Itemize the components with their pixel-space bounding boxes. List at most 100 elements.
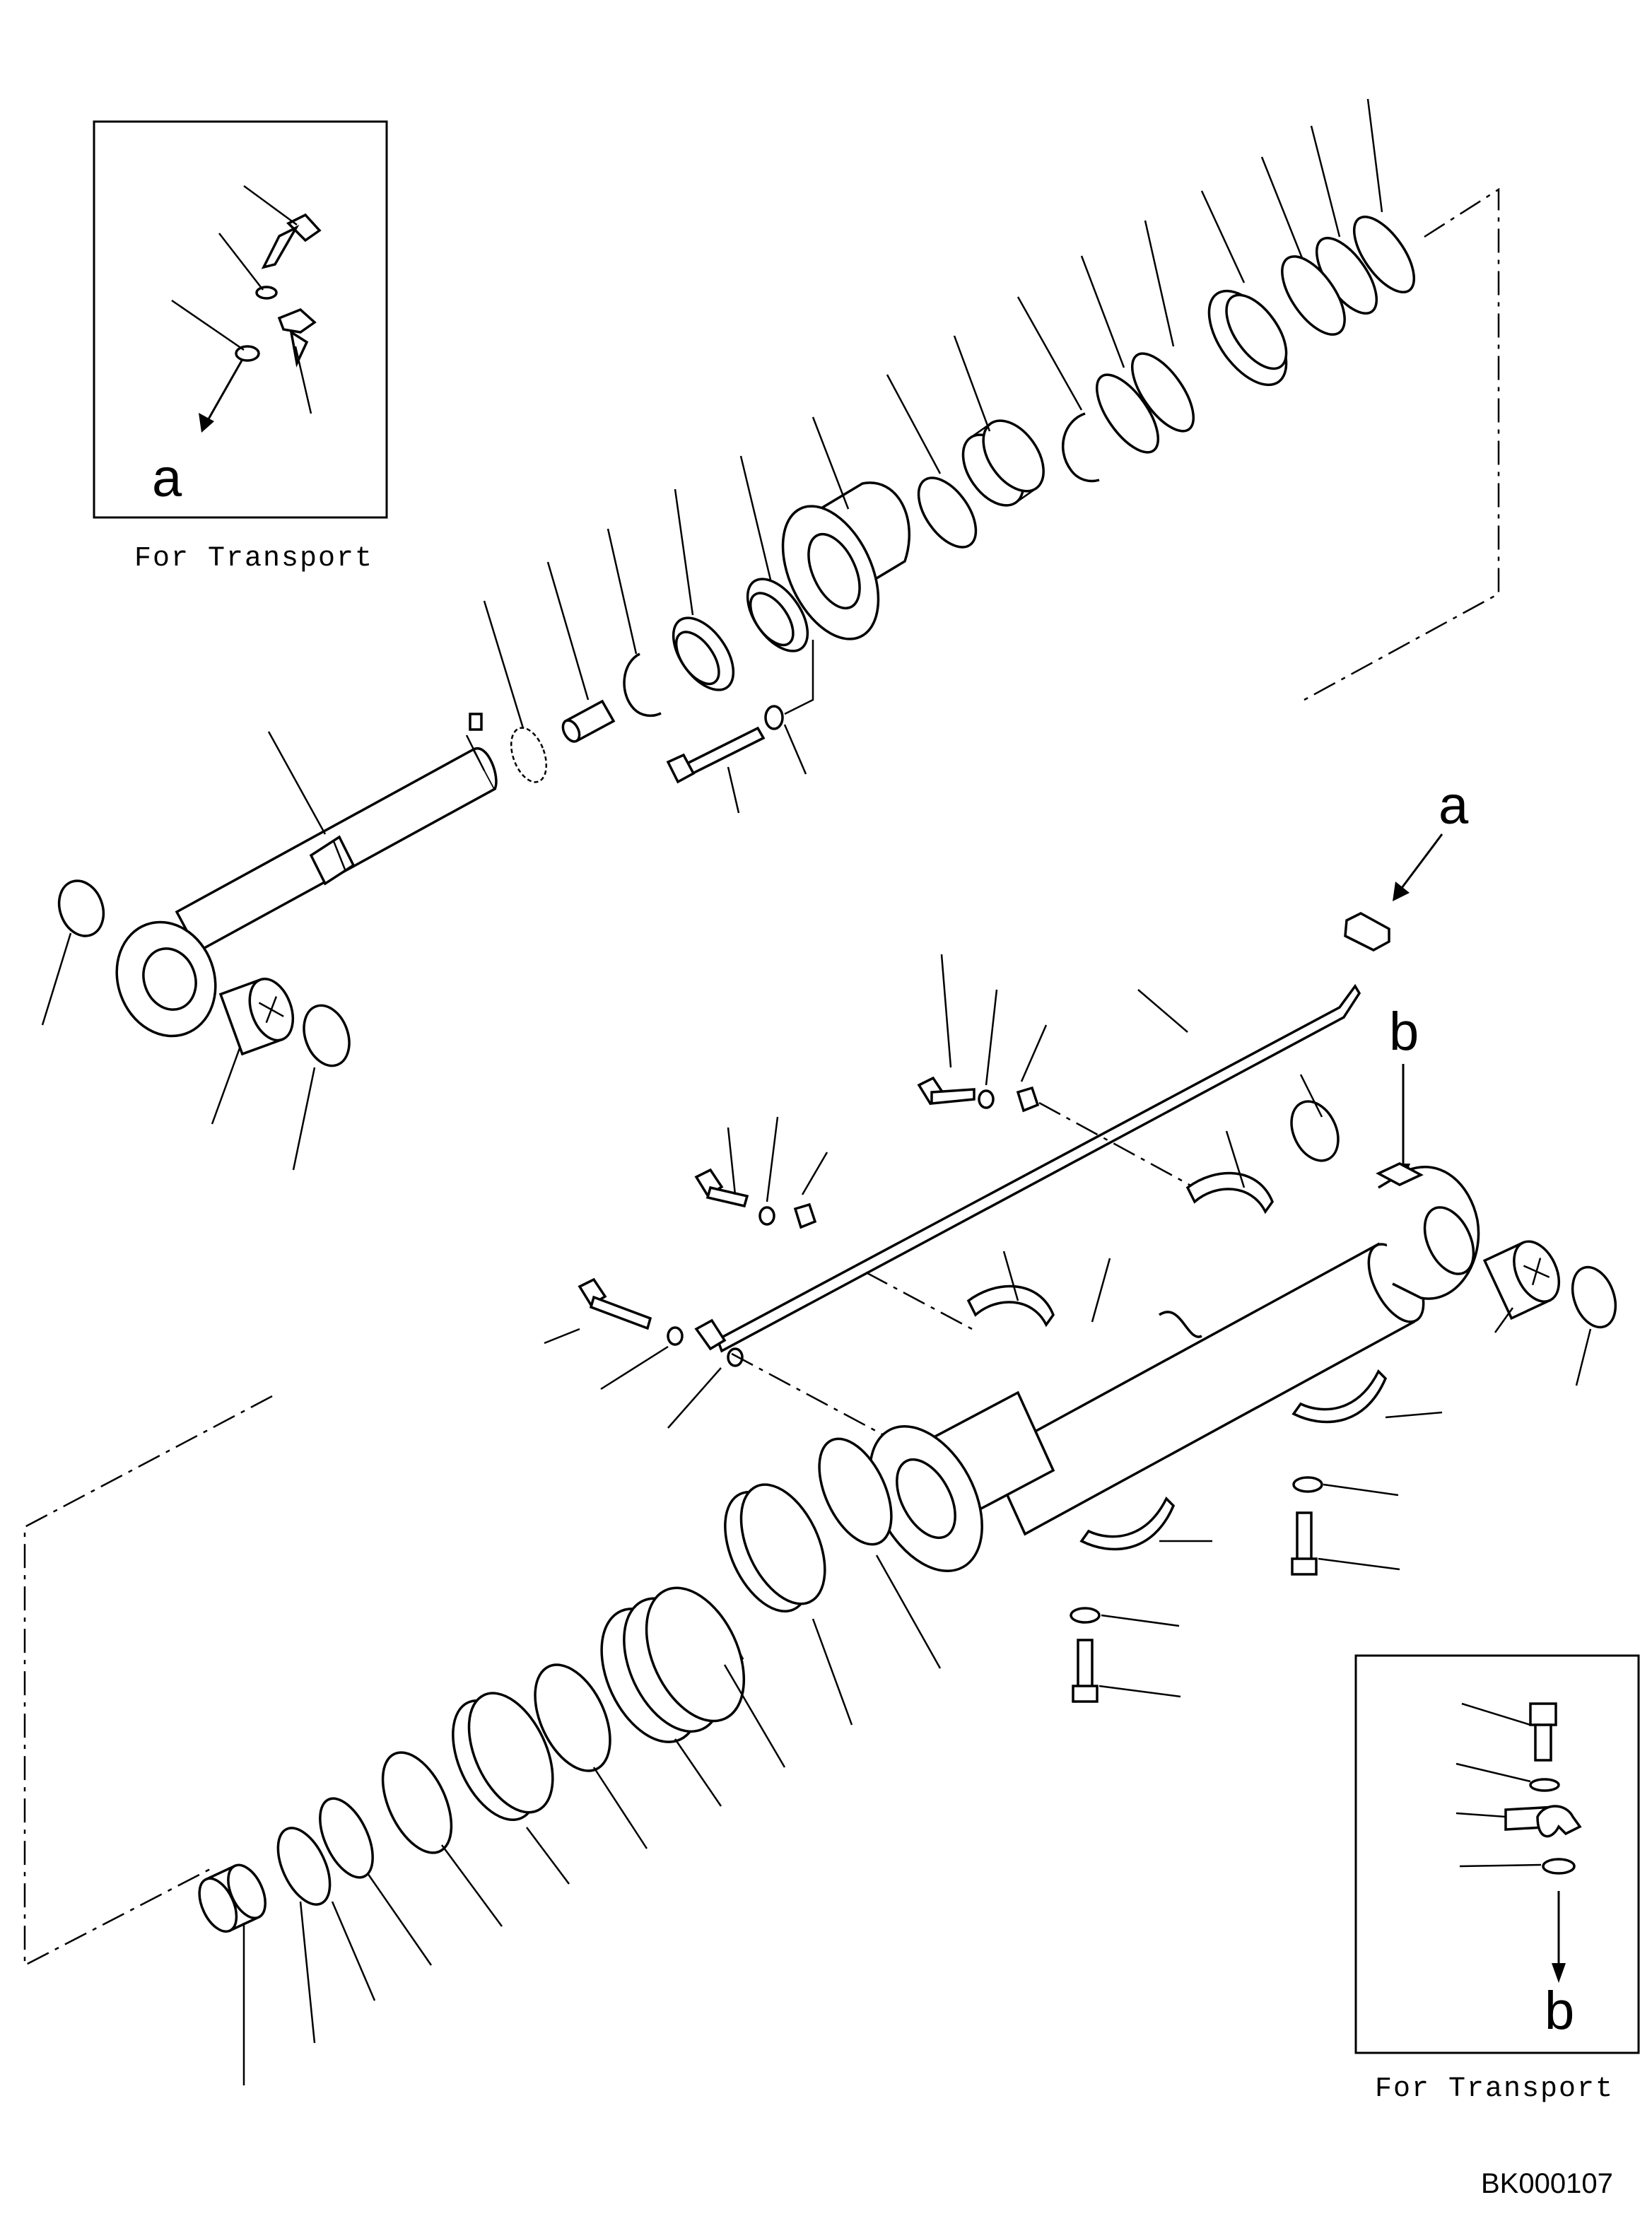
bolt-washer bbox=[764, 705, 784, 730]
leader bbox=[1101, 1614, 1180, 1627]
inset-top-caption: For Transport bbox=[134, 543, 373, 575]
piston-group bbox=[23, 1395, 942, 2085]
tube-seal-top bbox=[1290, 1100, 1340, 1162]
tube-head-end bbox=[869, 1390, 1055, 1572]
piston-rod bbox=[115, 747, 498, 1038]
leader bbox=[171, 299, 245, 351]
leader bbox=[1385, 1411, 1443, 1419]
leader bbox=[784, 640, 814, 715]
leader bbox=[1318, 1557, 1400, 1571]
upper-leaders bbox=[41, 98, 1383, 1171]
cushion-collar bbox=[198, 1863, 266, 1933]
leader bbox=[1459, 1863, 1542, 1868]
grease-fitting bbox=[469, 713, 483, 731]
inset-bottom-caption: For Transport bbox=[1375, 2073, 1614, 2105]
pipe-clamp-bolt-2 bbox=[694, 1168, 817, 1229]
rod-bushing bbox=[218, 978, 295, 1056]
inset-top-oring bbox=[235, 345, 260, 362]
inset-top-arrow bbox=[205, 360, 243, 423]
tube-bushing bbox=[1482, 1240, 1561, 1321]
leader bbox=[1455, 1762, 1531, 1783]
rod-dust-seal bbox=[303, 1004, 351, 1067]
head-bolt bbox=[666, 726, 766, 784]
inset-top-for-transport: a For Transport bbox=[93, 120, 388, 575]
seal-ring bbox=[818, 1437, 893, 1546]
piston bbox=[600, 1586, 746, 1743]
clamp-bolt-head bbox=[1291, 1557, 1318, 1576]
leader bbox=[1002, 1251, 1019, 1301]
leader bbox=[1299, 1074, 1323, 1118]
band-clamp-3 bbox=[1291, 1369, 1388, 1424]
piston-ring bbox=[452, 1692, 554, 1822]
plunger bbox=[561, 699, 616, 743]
pipe-end-block bbox=[694, 1318, 727, 1351]
buffer-ring bbox=[672, 616, 735, 691]
band-clamp-2 bbox=[966, 1284, 1055, 1328]
clamp-bolt bbox=[1296, 1511, 1313, 1564]
inset-bottom-arrowhead bbox=[1552, 1963, 1566, 1983]
cylinder-head bbox=[781, 481, 911, 640]
leader bbox=[218, 233, 264, 291]
inset-bottom-for-transport: b For Transport bbox=[1354, 1654, 1640, 2105]
slide-ring bbox=[381, 1751, 453, 1854]
inset-top-washer bbox=[255, 286, 278, 300]
leader bbox=[1455, 1812, 1506, 1818]
pipe bbox=[715, 983, 1361, 1353]
clamp-bolt-head bbox=[1072, 1685, 1099, 1703]
leader bbox=[1099, 1685, 1181, 1698]
pipe-clamp-bolt-1 bbox=[917, 1076, 1040, 1113]
piston-seal bbox=[534, 1663, 611, 1772]
leader bbox=[1091, 1258, 1111, 1323]
inset-top-plate bbox=[289, 329, 309, 368]
clamp-bolt bbox=[1077, 1639, 1094, 1691]
inset-bottom-frame bbox=[1354, 1654, 1640, 2054]
band-clamp-1 bbox=[1185, 1171, 1274, 1214]
inset-bottom-clamp bbox=[1536, 1805, 1582, 1838]
piston-boundary bbox=[23, 1395, 273, 1967]
pipe-clamp-bolt-3 bbox=[578, 1277, 684, 1346]
leader bbox=[1323, 1483, 1399, 1497]
leader bbox=[243, 185, 298, 226]
snap-ring bbox=[623, 652, 662, 718]
pipe-leaders bbox=[544, 954, 1188, 1429]
inset-bottom-callout: b bbox=[1545, 1981, 1574, 2041]
leader bbox=[1225, 1130, 1246, 1188]
inset-top-clamp bbox=[277, 308, 317, 334]
inset-top-callout: a bbox=[152, 448, 182, 508]
rod-seal bbox=[57, 879, 105, 937]
leader bbox=[1575, 1328, 1592, 1386]
inset-bottom-bolt bbox=[1529, 1702, 1557, 1762]
wear-ring bbox=[724, 1483, 826, 1613]
tube-break bbox=[1159, 1311, 1202, 1338]
inset-top-bolt bbox=[261, 213, 322, 269]
inset-top-frame bbox=[93, 120, 388, 519]
oring bbox=[276, 1827, 332, 1906]
backup-ring bbox=[319, 1797, 374, 1879]
inset-bottom-washer bbox=[1529, 1778, 1560, 1792]
inset-bottom-cap bbox=[1542, 1858, 1576, 1875]
drawing-code: BK000107 bbox=[1481, 2168, 1613, 2199]
bushing-ring bbox=[746, 578, 809, 652]
tube-dust-seal bbox=[1571, 1265, 1617, 1329]
piston-leaders bbox=[242, 1555, 942, 2085]
callout-a-arrow bbox=[1398, 833, 1443, 891]
pipe-assembly: a bbox=[544, 775, 1469, 1436]
leader bbox=[294, 346, 312, 414]
washer bbox=[1070, 1607, 1101, 1624]
ball-ring bbox=[510, 727, 548, 783]
pipe-oring bbox=[727, 1347, 744, 1367]
band-clamp-4 bbox=[1079, 1497, 1176, 1551]
washer bbox=[1292, 1476, 1323, 1493]
dash-line bbox=[731, 1352, 884, 1436]
cylinder-tube: b bbox=[869, 1002, 1617, 1703]
pipe-flange bbox=[1344, 912, 1390, 952]
leader bbox=[1494, 1307, 1514, 1333]
leader bbox=[1461, 1702, 1531, 1726]
callout-a-arrowhead bbox=[1393, 882, 1410, 901]
rod-assembly bbox=[41, 98, 1500, 1171]
callout-a: a bbox=[1439, 775, 1469, 836]
seal-rings-top bbox=[917, 215, 1416, 549]
dash-line bbox=[1038, 1101, 1195, 1189]
callout-b: b bbox=[1389, 1002, 1419, 1062]
inset-top-arrowhead bbox=[199, 413, 214, 433]
